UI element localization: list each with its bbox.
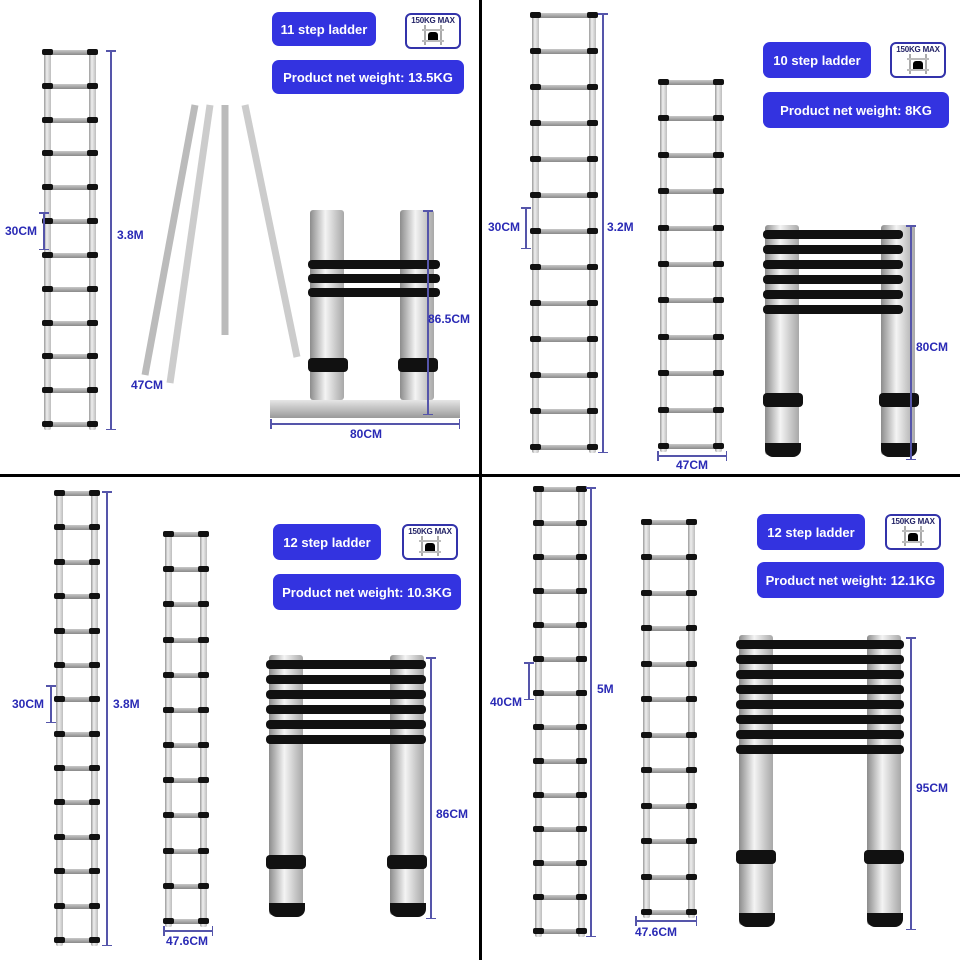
rung-spacing-label: 30CM: [5, 224, 38, 238]
panel-12-step-ladder-12kg: 12 step ladder 150KG MAX Product net wei…: [480, 477, 960, 960]
extended-ladder-image: [530, 12, 598, 453]
weight-badge: Product net weight: 12.1KG: [757, 562, 944, 598]
max-load-badge: 150KG MAX: [402, 524, 458, 560]
panel-10-step-ladder: 10 step ladder 150KG MAX Product net wei…: [480, 0, 960, 477]
rung-spacing-label: 40CM: [490, 695, 523, 709]
height-dimension-line: [103, 491, 111, 946]
max-load-text: 150KG MAX: [408, 527, 452, 536]
model-badge: 10 step ladder: [763, 42, 871, 78]
rung-spacing-line: [40, 212, 48, 250]
max-load-badge: 150KG MAX: [890, 42, 946, 78]
model-badge: 11 step ladder: [272, 12, 376, 46]
vertical-divider: [479, 0, 482, 960]
weight-badge: Product net weight: 8KG: [763, 92, 949, 128]
collapsed-height-line: [907, 637, 915, 930]
extended-height-label: 3.2M: [607, 220, 634, 234]
weight-on-ladder-icon: [422, 25, 444, 45]
folded-width-line: [270, 420, 460, 428]
panel-12-step-ladder-10kg: 12 step ladder 150KG MAX Product net wei…: [0, 477, 480, 960]
width-dimension-line: [163, 927, 213, 935]
max-load-text: 150KG MAX: [896, 45, 940, 54]
a-frame-ladder-image: [141, 104, 301, 384]
collapsed-height-line: [907, 225, 915, 460]
extended-ladder-image: [54, 490, 100, 946]
rung-spacing-label: 30CM: [12, 697, 45, 711]
extended-ladder-image: [533, 486, 587, 937]
collapsed-ladder-image: [266, 655, 427, 920]
max-load-badge: 150KG MAX: [405, 13, 461, 49]
rung-spacing-line: [525, 662, 533, 700]
width-label: 47.6CM: [166, 934, 209, 948]
width-dimension-line: [657, 452, 727, 460]
model-badge: 12 step ladder: [273, 524, 381, 560]
mid-extended-ladder-image: [163, 531, 209, 927]
mid-extended-ladder-image: [641, 519, 697, 918]
max-load-badge: 150KG MAX: [885, 514, 941, 550]
collapsed-height-label: 95CM: [916, 781, 949, 795]
weight-on-ladder-icon: [902, 526, 924, 546]
weight-badge: Product net weight: 10.3KG: [273, 574, 461, 610]
height-dimension-line: [599, 13, 607, 453]
rung-spacing-label: 30CM: [488, 220, 521, 234]
folded-width-label: 80CM: [350, 427, 383, 441]
width-label: 47.6CM: [635, 925, 678, 939]
width-label: 47CM: [676, 458, 709, 472]
rung-spacing-line: [47, 685, 55, 723]
extended-height-label: 3.8M: [117, 228, 144, 242]
extended-height-label: 5M: [597, 682, 614, 696]
rung-spacing-line: [522, 207, 530, 249]
weight-badge: Product net weight: 13.5KG: [272, 60, 464, 94]
panel-11-step-ladder: 11 step ladder 150KG MAX Product net wei…: [0, 0, 480, 477]
collapsed-height-label: 80CM: [916, 340, 949, 354]
weight-on-ladder-icon: [419, 536, 441, 556]
folded-ladder-image: [270, 210, 460, 425]
horizontal-divider: [0, 474, 960, 477]
collapsed-height-label: 86CM: [436, 807, 469, 821]
height-dimension-line: [107, 50, 115, 430]
extended-ladder-image: [42, 49, 98, 430]
height-dimension-line: [587, 487, 595, 937]
extended-height-label: 3.8M: [113, 697, 140, 711]
a-frame-width-label: 47CM: [131, 378, 164, 392]
max-load-text: 150KG MAX: [411, 16, 455, 25]
weight-on-ladder-icon: [907, 54, 929, 74]
width-dimension-line: [635, 917, 697, 925]
folded-height-label: 86.5CM: [428, 312, 471, 326]
folded-height-line: [424, 210, 432, 415]
collapsed-ladder-image: [763, 225, 919, 460]
collapsed-ladder-image: [736, 635, 904, 930]
mid-extended-ladder-image: [658, 79, 724, 452]
collapsed-height-line: [427, 657, 435, 919]
max-load-text: 150KG MAX: [891, 517, 935, 526]
model-badge: 12 step ladder: [757, 514, 865, 550]
